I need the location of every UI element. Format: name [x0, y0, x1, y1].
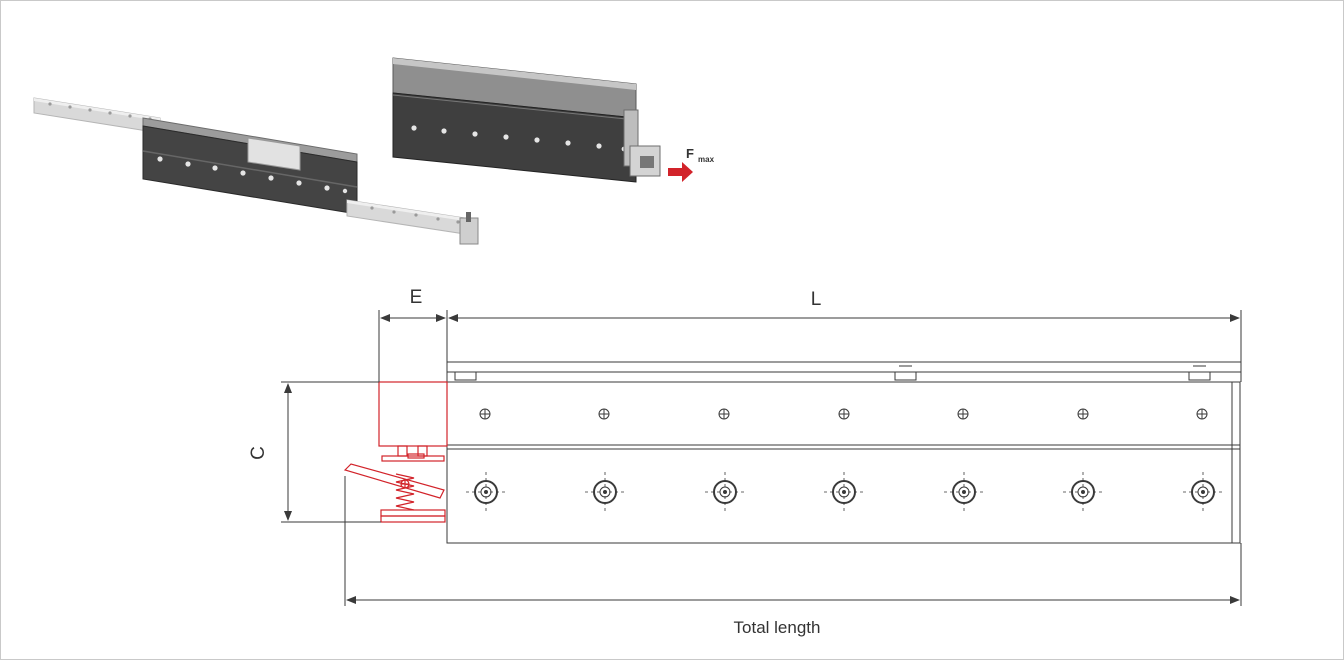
dimension-lines	[281, 310, 1242, 606]
dimension-label-c: C	[248, 446, 269, 460]
locking-latch	[343, 381, 448, 523]
slide-extended-illustration	[33, 97, 479, 245]
dimension-label-e: E	[410, 287, 423, 308]
bottom-row-counterbored-holes	[466, 472, 1223, 512]
fmax-label: F	[686, 146, 694, 161]
dimension-label-total-length: Total length	[734, 618, 821, 637]
top-row-mounting-holes	[479, 408, 1208, 420]
fmax-subscript: max	[698, 155, 715, 164]
slide-closed-illustration	[392, 57, 693, 183]
dimension-label-l: L	[811, 289, 822, 310]
technical-drawing	[446, 361, 1242, 544]
